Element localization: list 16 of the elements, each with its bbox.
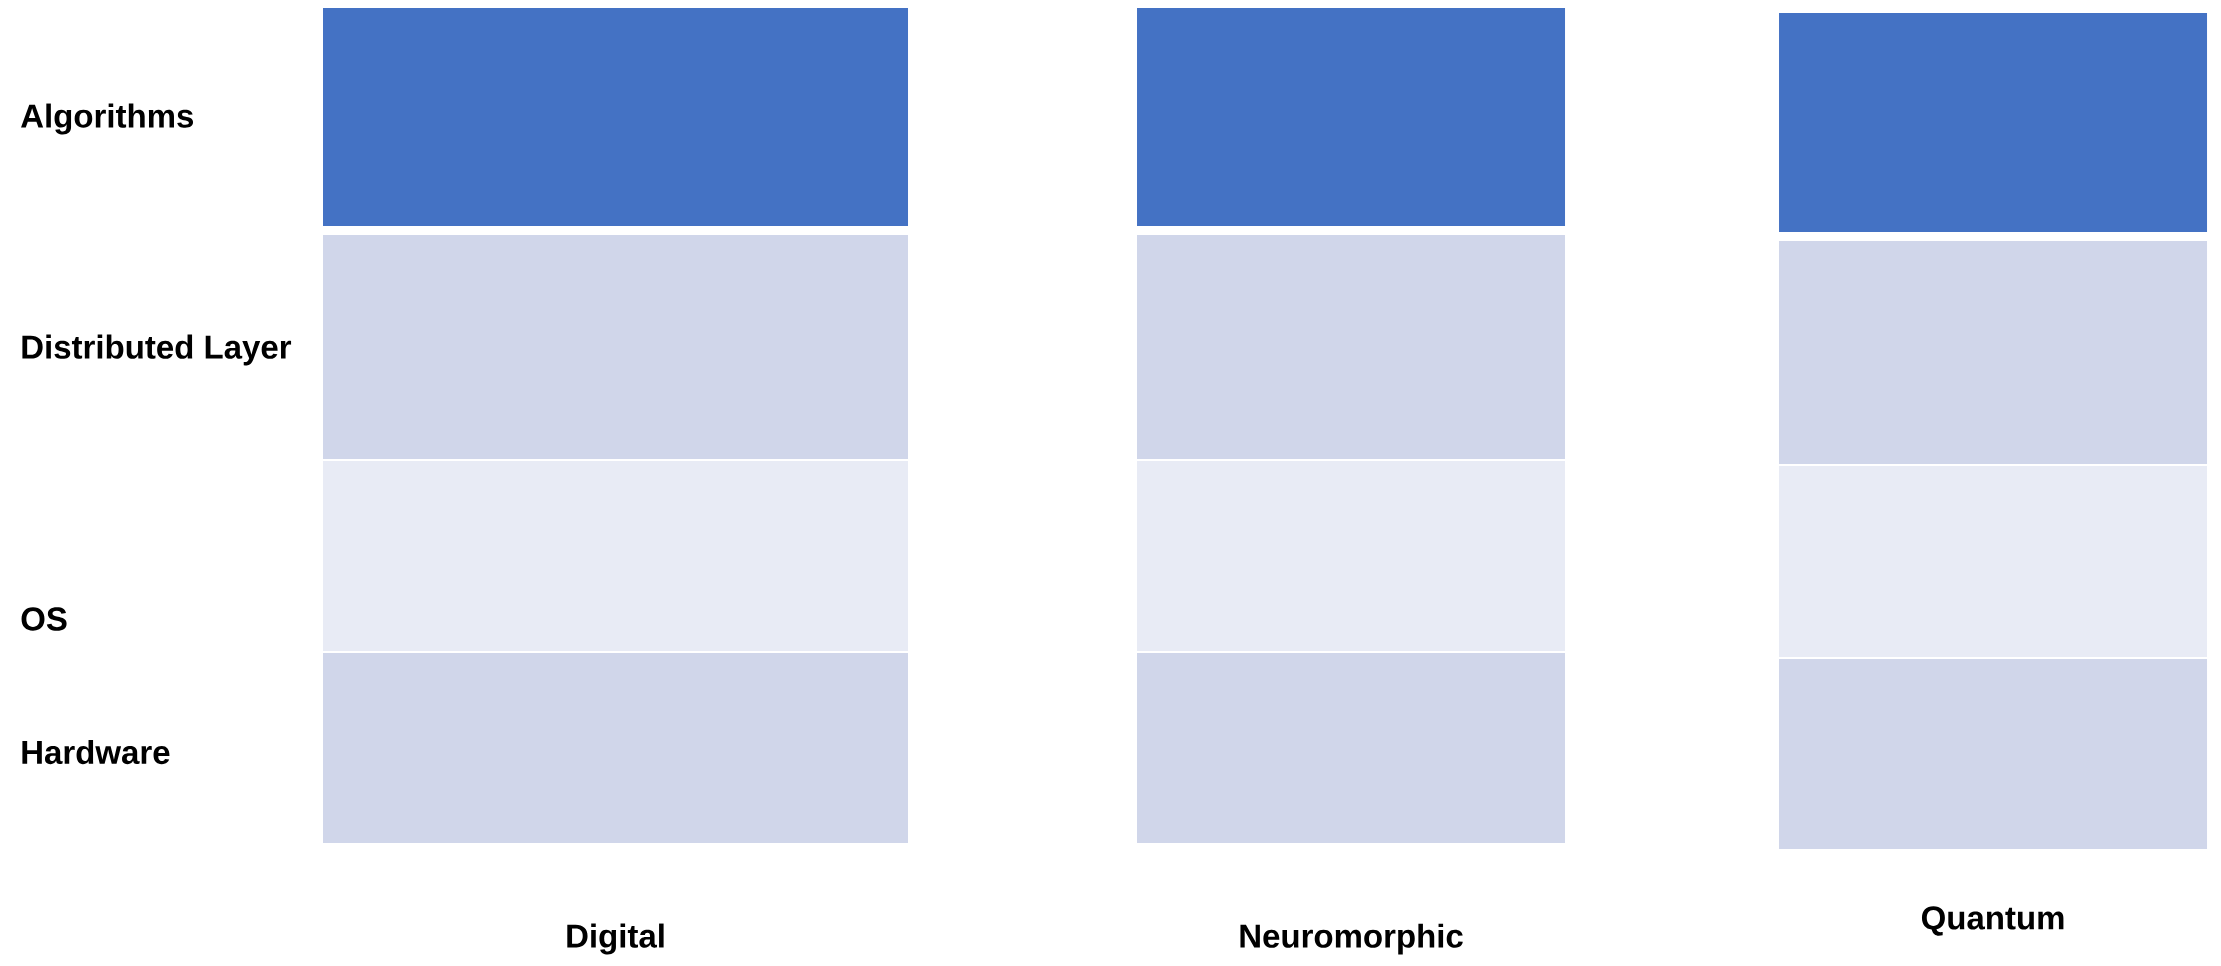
- column-label: Digital: [567, 923, 664, 955]
- layer-block: [323, 653, 908, 843]
- layer-block: [323, 235, 908, 459]
- layer-block: [1137, 653, 1565, 843]
- layer-block: [1137, 235, 1565, 459]
- row-label: Distributed Layer: [22, 334, 292, 366]
- row-label: OS: [21, 607, 67, 631]
- column-label: Quantum: [1921, 906, 2064, 936]
- row-label: Algorithms: [21, 103, 194, 135]
- row-label: Hardware: [22, 739, 170, 765]
- layer-block: [323, 8, 908, 226]
- layer-block: [1137, 8, 1565, 226]
- layer-block: [1779, 13, 2208, 232]
- layer-block: [1779, 659, 2208, 849]
- layer-block: [1779, 241, 2208, 464]
- column-label: Neuromorphic: [1240, 923, 1463, 955]
